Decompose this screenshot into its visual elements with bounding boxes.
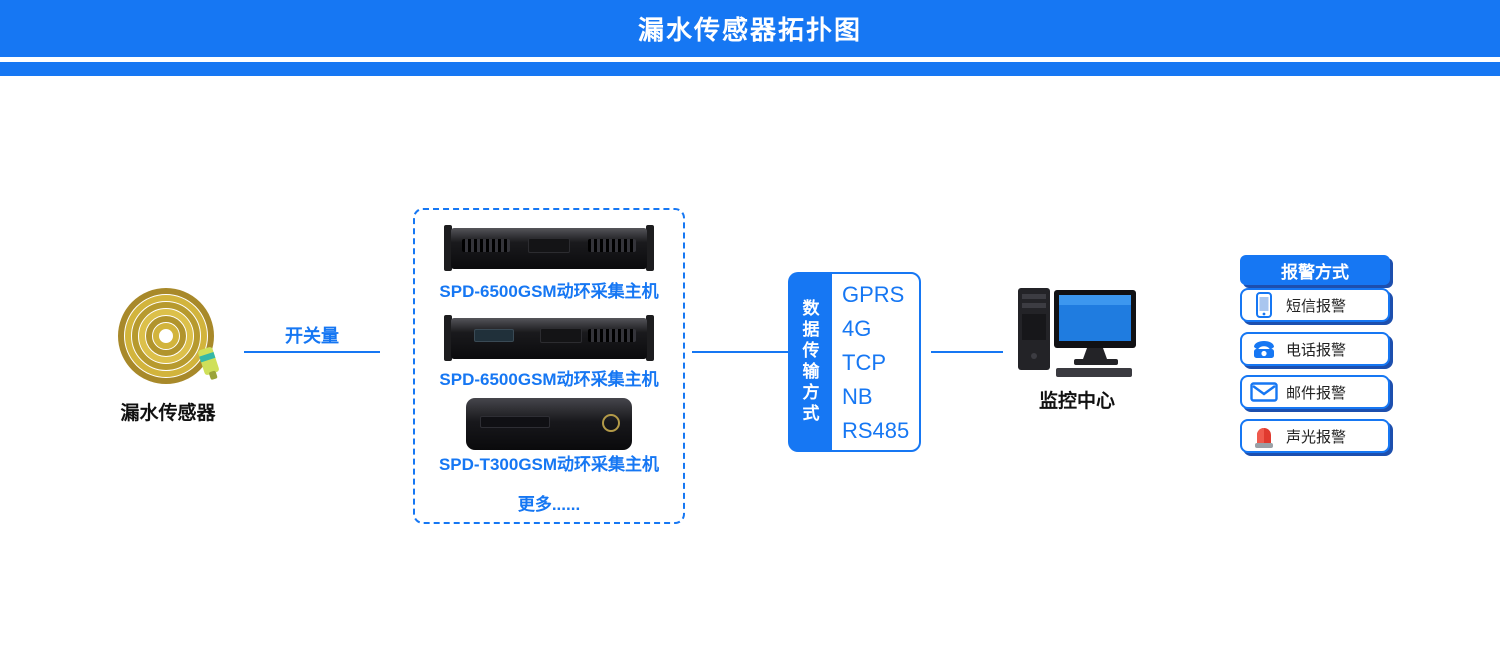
sms-phone-icon — [1250, 291, 1278, 319]
host-label-1: SPD-6500GSM动环采集主机 — [439, 282, 659, 301]
protocol-rs485: RS485 — [842, 418, 910, 443]
transmission-method-tab: 数据传输方式 — [788, 272, 830, 452]
alarm-item-phone: 电话报警 — [1240, 332, 1390, 366]
hosts-group-box — [413, 208, 685, 524]
box-device-icon — [466, 398, 632, 450]
alarm-item-label: 电话报警 — [1286, 341, 1347, 359]
rack-server-icon — [444, 312, 654, 362]
page-title: 漏水传感器拓扑图 — [637, 15, 862, 45]
monitor-center-label: 监控中心 — [1038, 391, 1115, 412]
signal-type-label: 开关量 — [285, 326, 339, 346]
monitor-computer-icon — [1014, 284, 1140, 380]
host-label-2: SPD-6500GSM动环采集主机 — [439, 370, 659, 389]
transmission-method-label: 数据传输方式 — [799, 299, 819, 425]
header-accent-strip — [0, 62, 1500, 76]
telephone-icon — [1250, 335, 1278, 363]
leak-sensor-label: 漏水传感器 — [120, 403, 216, 424]
protocol-list: GPRS 4G TCP NB RS485 — [830, 272, 921, 452]
protocol-nb: NB — [842, 384, 873, 409]
alarm-item-label: 短信报警 — [1286, 297, 1347, 315]
siren-icon — [1250, 422, 1278, 450]
header-bar: 漏水传感器拓扑图 — [0, 0, 1500, 57]
connector-line-hosts-transmission — [692, 351, 788, 353]
alarm-item-sound-light: 声光报警 — [1240, 419, 1390, 453]
alarm-item-mail: 邮件报警 — [1240, 375, 1390, 409]
host-label-3: SPD-T300GSM动环采集主机 — [438, 455, 660, 474]
alarm-item-label: 邮件报警 — [1286, 384, 1347, 402]
connector-line-sensor-hosts — [244, 351, 380, 353]
rack-server-icon — [444, 222, 654, 272]
protocol-gprs: GPRS — [842, 282, 905, 307]
alarm-panel-header: 报警方式 — [1240, 255, 1390, 285]
connector-line-transmission-monitor — [931, 351, 1003, 353]
protocol-tcp: TCP — [842, 350, 886, 375]
alarm-item-label: 声光报警 — [1286, 428, 1347, 446]
mail-icon — [1250, 378, 1278, 406]
alarm-item-sms: 短信报警 — [1240, 288, 1390, 322]
leak-sensor-coil-icon — [116, 288, 224, 390]
more-hosts-label: 更多...... — [517, 495, 581, 514]
protocol-4g: 4G — [842, 316, 872, 341]
